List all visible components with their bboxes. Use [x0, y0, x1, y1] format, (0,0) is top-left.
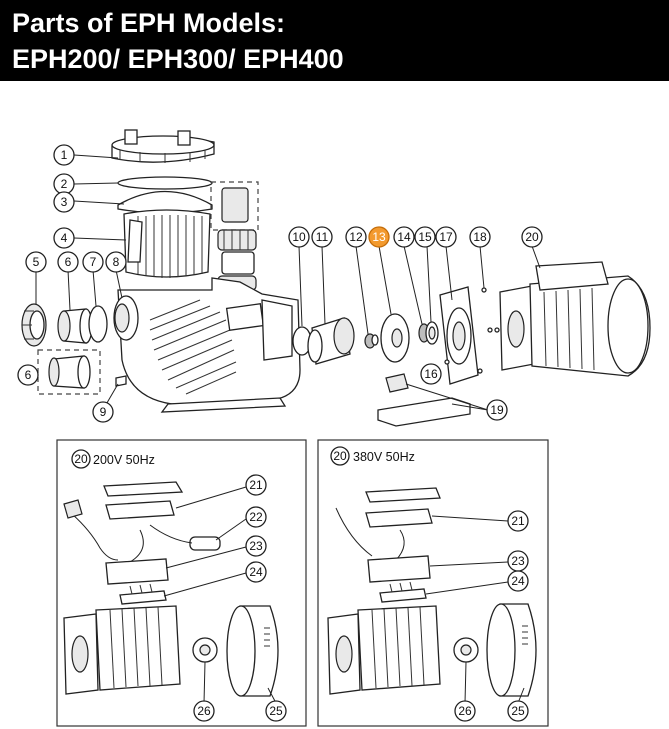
mechanical-seal-part: [364, 333, 379, 349]
svg-text:11: 11: [316, 230, 329, 244]
svg-text:7: 7: [90, 255, 97, 269]
callout-7: 7: [82, 251, 104, 273]
svg-text:25: 25: [511, 704, 525, 718]
svg-text:14: 14: [397, 230, 411, 244]
callout-16: 16: [420, 363, 442, 385]
bolts-part: [477, 287, 500, 374]
pipe-fitting-part: [221, 187, 249, 223]
svg-text:24: 24: [511, 574, 525, 588]
motor-part: [499, 261, 651, 377]
callout-6-alt: 6: [17, 364, 39, 386]
svg-text:8: 8: [113, 255, 120, 269]
callout-1: 1: [53, 144, 75, 166]
callout-3: 3: [53, 191, 75, 213]
panel-200v-drawing: [63, 481, 279, 697]
panel-200v-leaders: [163, 486, 277, 704]
lid-o-ring-part: [117, 176, 213, 190]
svg-text:26: 26: [458, 704, 472, 718]
callout-15: 15: [414, 226, 436, 248]
panel-380v-callout-23: 23: [507, 550, 529, 572]
callout-4: 4: [53, 227, 75, 249]
callout-5: 5: [25, 251, 47, 273]
svg-text:23: 23: [511, 554, 525, 568]
svg-text:9: 9: [100, 405, 107, 419]
callout-6: 6: [57, 251, 79, 273]
inlet-union-nut-part: [21, 303, 47, 347]
svg-text:17: 17: [439, 230, 453, 244]
page-header: Parts of EPH Models: EPH200/ EPH300/ EPH…: [0, 0, 669, 81]
svg-text:1: 1: [61, 148, 68, 162]
bolt-part: [444, 359, 450, 365]
callout-13-highlighted: 13: [368, 226, 390, 248]
svg-text:21: 21: [511, 514, 525, 528]
svg-text:20: 20: [525, 230, 539, 244]
svg-text:19: 19: [490, 403, 504, 417]
svg-text:21: 21: [249, 478, 263, 492]
svg-text:2: 2: [61, 177, 68, 191]
shaft-seal-part: [425, 321, 439, 345]
tail-piece-alt-part: [48, 355, 91, 389]
callout-20: 20: [521, 226, 543, 248]
panel-380v-callout-25: 25: [507, 700, 529, 722]
svg-text:6: 6: [25, 368, 32, 382]
svg-text:22: 22: [249, 510, 263, 524]
panel-200v-motor-callout: 20: [71, 449, 91, 469]
callout-12: 12: [345, 226, 367, 248]
svg-text:10: 10: [292, 230, 306, 244]
panel-380v-drawing: [327, 487, 537, 697]
callout-8: 8: [105, 251, 127, 273]
seal-plate-part: [439, 286, 479, 385]
panel-380v-callout-26: 26: [454, 700, 476, 722]
svg-text:16: 16: [424, 367, 438, 381]
drain-plug-part: [115, 375, 127, 387]
svg-text:20: 20: [74, 452, 88, 466]
tail-piece-part: [57, 308, 93, 344]
tail-o-ring-part: [88, 305, 108, 343]
diffuser-part: [307, 317, 355, 365]
motor-foot-part: [377, 373, 471, 427]
svg-text:18: 18: [473, 230, 487, 244]
lid-part: [111, 129, 215, 163]
panel-200v-callout-22: 22: [245, 506, 267, 528]
impeller-part: [380, 313, 410, 363]
leader-lines: [35, 154, 541, 411]
svg-text:23: 23: [249, 539, 263, 553]
header-title-line1: Parts of EPH Models:: [12, 8, 286, 38]
panel-380v-motor-callout: 20: [330, 446, 350, 466]
panel-380v-callout-24: 24: [507, 570, 529, 592]
panel-200v-callout-23: 23: [245, 535, 267, 557]
exploded-parts-diagram: 1 2 3 4 5 6 7 8 6 9 10 11 12 13 14 15 16…: [17, 129, 651, 727]
panel-380v-title: 380V 50Hz: [353, 450, 415, 464]
inlet-port-part: [113, 295, 139, 341]
svg-text:6: 6: [65, 255, 72, 269]
svg-text:5: 5: [33, 255, 40, 269]
svg-text:3: 3: [61, 195, 68, 209]
panel-200v-callout-25: 25: [265, 700, 287, 722]
pump-housing-part: [117, 277, 301, 413]
callout-18: 18: [469, 226, 491, 248]
callout-14: 14: [393, 226, 415, 248]
panel-200v-callout-21: 21: [245, 474, 267, 496]
callout-10: 10: [288, 226, 310, 248]
svg-text:25: 25: [269, 704, 283, 718]
svg-text:15: 15: [418, 230, 432, 244]
header-title-line2: EPH200/ EPH300/ EPH400: [12, 44, 344, 74]
panel-200v-callout-24: 24: [245, 561, 267, 583]
panel-200v-callout-26: 26: [193, 700, 215, 722]
svg-text:20: 20: [333, 449, 347, 463]
strainer-basket-part: [123, 209, 211, 278]
callout-17: 17: [435, 226, 457, 248]
svg-text:26: 26: [197, 704, 211, 718]
svg-text:13: 13: [372, 230, 386, 244]
panel-380v-leaders: [425, 515, 525, 704]
svg-text:24: 24: [249, 565, 263, 579]
svg-text:4: 4: [61, 231, 68, 245]
panel-200v-title: 200V 50Hz: [93, 453, 155, 467]
panel-380v-callout-21: 21: [507, 510, 529, 532]
callout-11: 11: [311, 226, 333, 248]
callout-19: 19: [486, 399, 508, 421]
svg-text:12: 12: [349, 230, 363, 244]
callout-2: 2: [53, 173, 75, 195]
callout-9: 9: [92, 401, 114, 423]
